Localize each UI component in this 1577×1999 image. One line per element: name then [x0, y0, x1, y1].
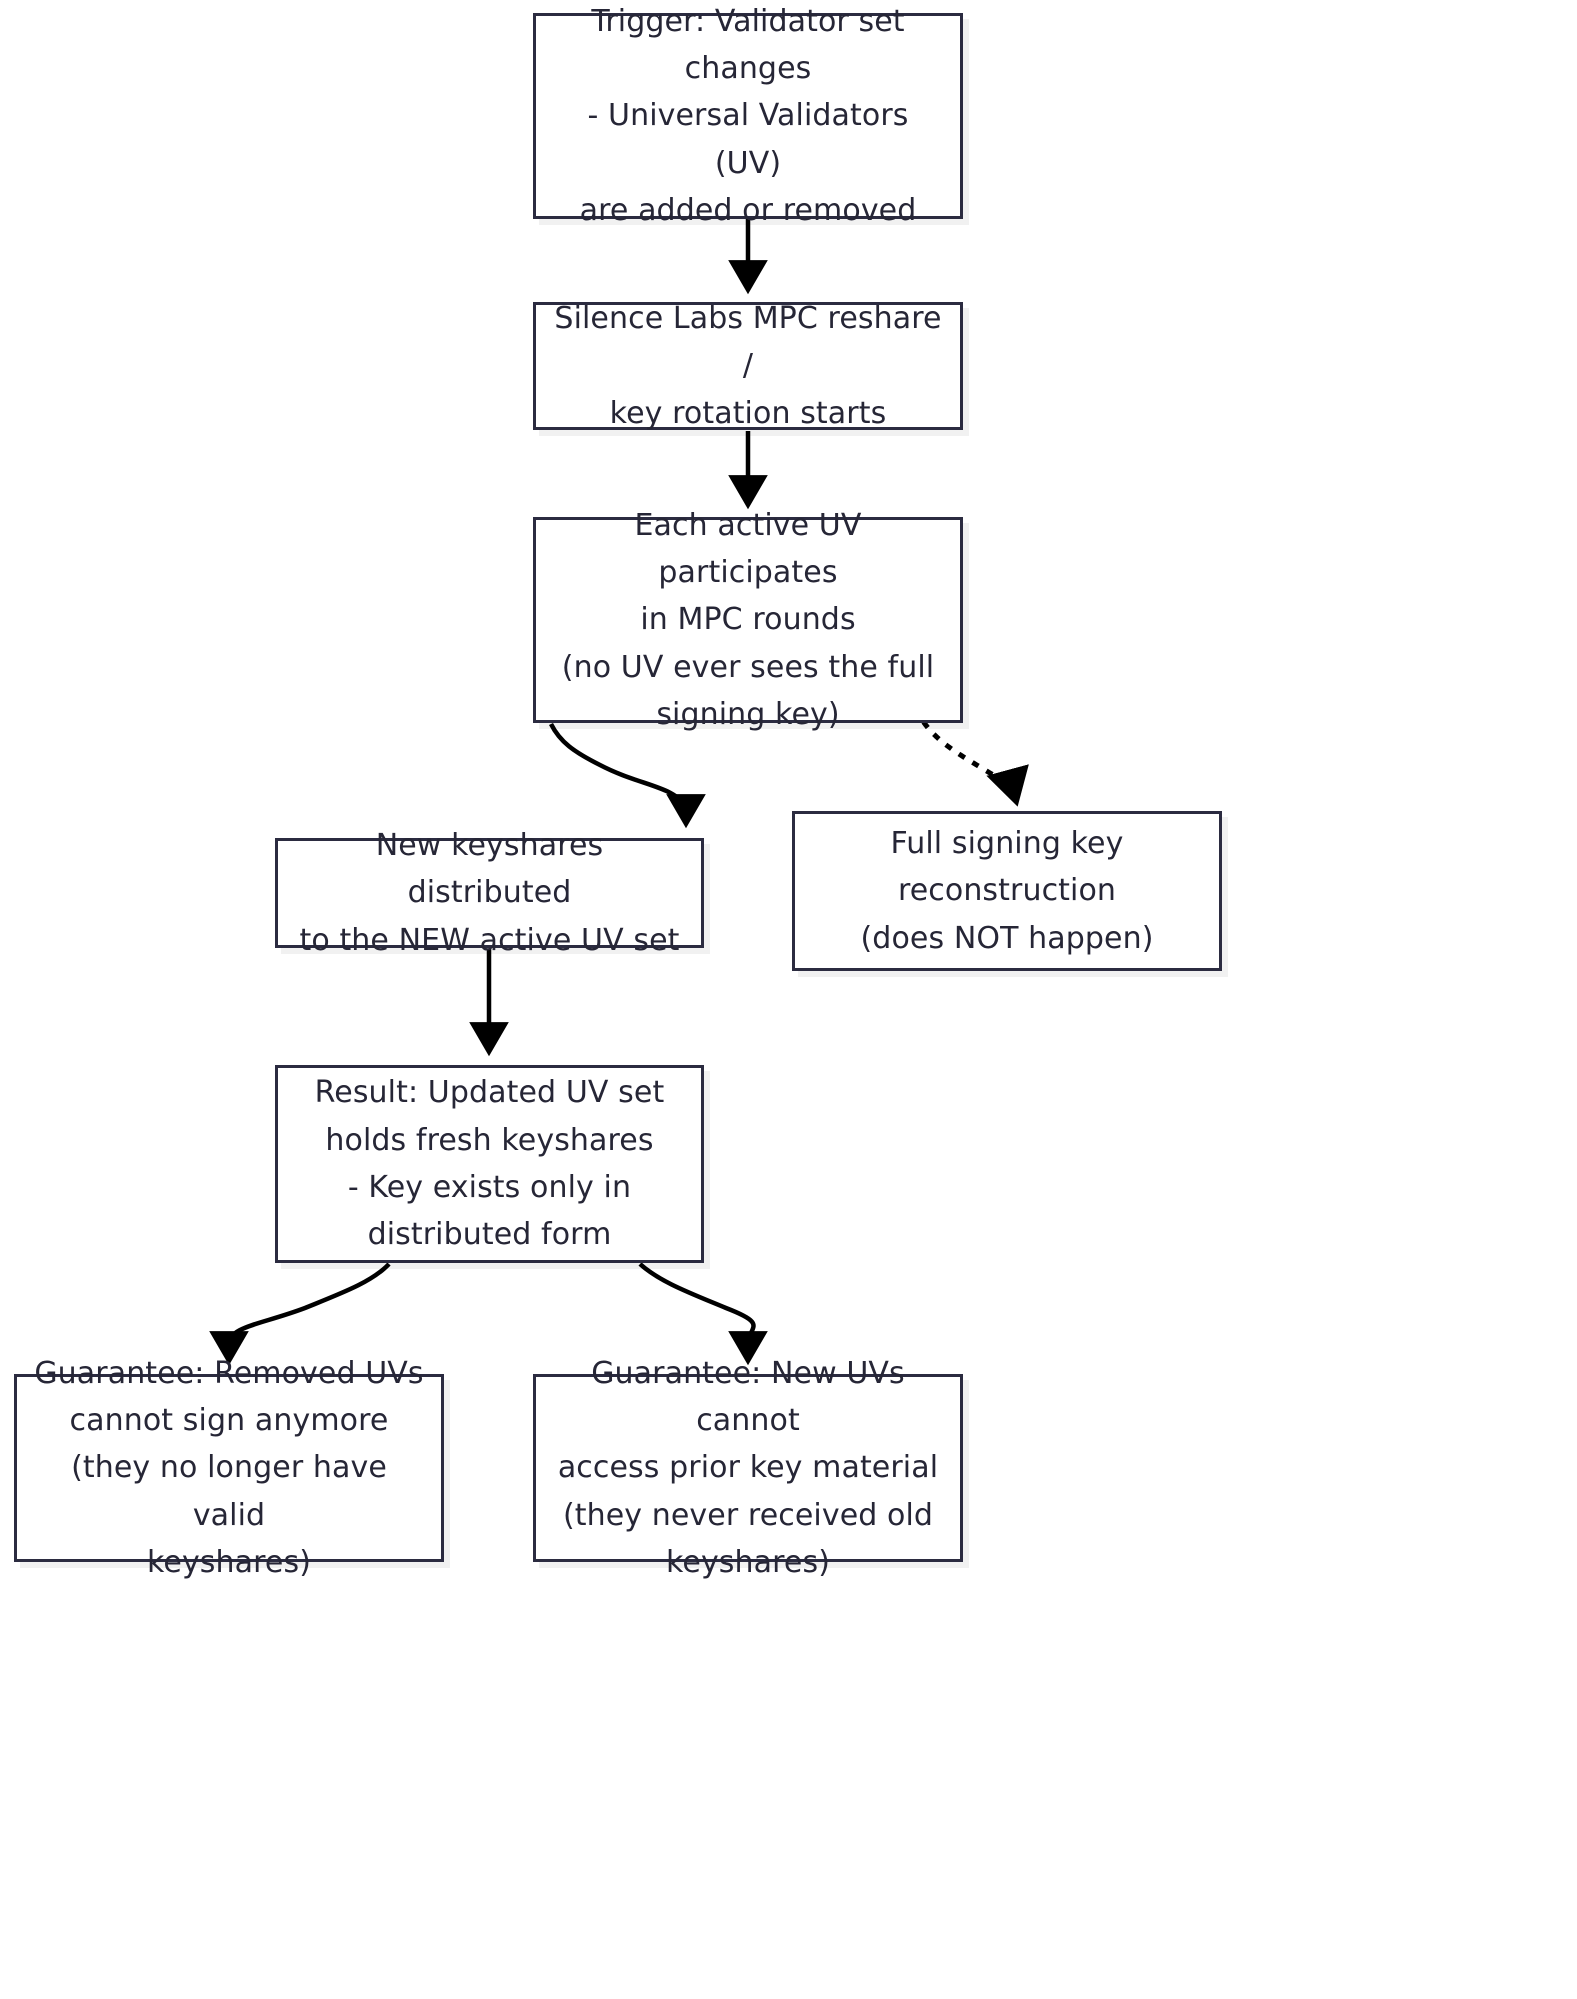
- node-guarantee-new-label: Guarantee: New UVs cannot access prior k…: [557, 1355, 939, 1581]
- node-result[interactable]: Result: Updated UV set holds fresh keysh…: [275, 1065, 704, 1263]
- node-reshare-start[interactable]: Silence Labs MPC reshare / key rotation …: [533, 301, 963, 431]
- node-result-label: Result: Updated UV set holds fresh keysh…: [314, 1075, 665, 1253]
- node-new-keyshares[interactable]: New keyshares distributed to the NEW act…: [275, 828, 704, 958]
- node-guarantee-removed[interactable]: Guarantee: Removed UVs cannot sign anymo…: [14, 1356, 444, 1580]
- node-mpc-rounds-label: Each active UV participates in MPC round…: [561, 507, 935, 733]
- node-trigger[interactable]: Trigger: Validator set changes - Univers…: [533, 4, 963, 228]
- node-new-keyshares-label: New keyshares distributed to the NEW act…: [299, 827, 680, 958]
- node-trigger-label: Trigger: Validator set changes - Univers…: [579, 3, 917, 229]
- node-guarantee-new[interactable]: Guarantee: New UVs cannot access prior k…: [533, 1356, 963, 1580]
- node-mpc-rounds[interactable]: Each active UV participates in MPC round…: [533, 508, 963, 732]
- node-no-reconstruct[interactable]: Full signing key reconstruction (does NO…: [792, 811, 1222, 971]
- node-no-reconstruct-label: Full signing key reconstruction (does NO…: [860, 825, 1154, 956]
- node-reshare-start-label: Silence Labs MPC reshare / key rotation …: [554, 300, 942, 431]
- node-guarantee-removed-label: Guarantee: Removed UVs cannot sign anymo…: [34, 1355, 424, 1581]
